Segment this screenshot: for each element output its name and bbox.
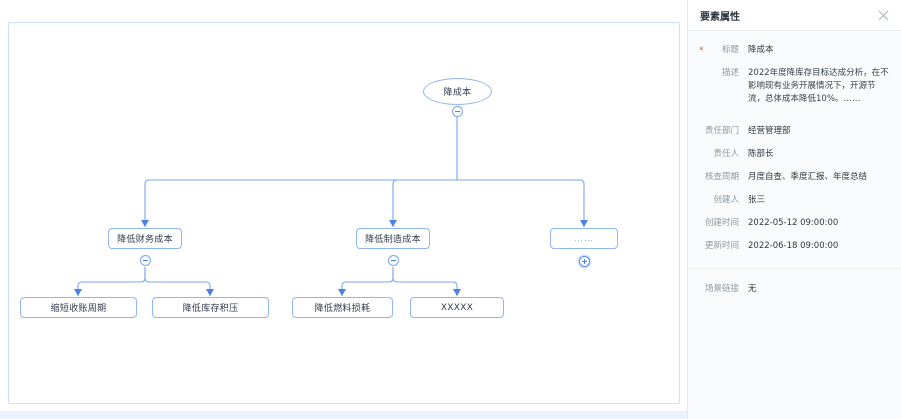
field-scene-link-value: 无 <box>748 284 757 294</box>
node-root[interactable]: 降成本 <box>423 78 492 105</box>
node-reduce-inventory-backlog[interactable]: 降低库存积压 <box>152 297 269 318</box>
field-scene-link: 场景链接 无 <box>688 278 901 301</box>
field-title-label: 标题 <box>692 44 748 58</box>
node-root-collapse-toggle[interactable] <box>452 106 463 117</box>
node-reduce-financial-cost-collapse-toggle[interactable] <box>140 255 151 266</box>
field-responsible-person-label: 责任人 <box>713 149 739 159</box>
field-review-cycle-label: 核查周期 <box>704 172 739 182</box>
field-update-time-value: 2022-06-18 09:00:00 <box>748 241 839 251</box>
node-root-label: 降成本 <box>443 88 472 98</box>
node-reduce-fuel-consumption[interactable]: 降低燃料损耗 <box>292 297 393 318</box>
field-responsible-person-value: 陈部长 <box>748 149 774 159</box>
field-responsible-department-value: 经营管理部 <box>748 126 791 136</box>
node-label: XXXXX <box>440 302 474 313</box>
node-reduce-manufacturing-cost[interactable]: 降低制造成本 <box>356 228 430 249</box>
node-label: 降低制造成本 <box>365 235 421 245</box>
field-responsible-department: 责任部门 经营管理部 <box>688 120 901 143</box>
field-review-cycle-value: 月度自查、季度汇报、年度总结 <box>748 172 868 182</box>
node-label: 降低财务成本 <box>117 235 173 245</box>
field-description: 描述 2022年度降库存目标达成分析，在不影响现有业务开展情况下，开源节流，总体… <box>688 62 901 111</box>
canvas-frame <box>8 22 680 404</box>
close-icon[interactable] <box>877 9 890 22</box>
field-create-time: 创建时间 2022-05-12 09:00:00 <box>688 212 901 235</box>
field-description-label: 描述 <box>721 68 739 78</box>
field-update-time: 更新时间 2022-06-18 09:00:00 <box>688 235 901 258</box>
node-label: 降低燃料损耗 <box>314 304 371 314</box>
node-placeholder-xxxxx[interactable]: XXXXX <box>410 297 504 318</box>
field-gap <box>688 111 901 120</box>
field-create-time-value: 2022-05-12 09:00:00 <box>748 218 839 228</box>
field-responsible-person: 责任人 陈部长 <box>688 143 901 166</box>
panel-title: 要素属性 <box>700 11 740 23</box>
field-create-time-label: 创建时间 <box>704 218 739 228</box>
node-label: 缩短收账周期 <box>50 304 107 314</box>
node-more-placeholder-expand-toggle[interactable] <box>579 256 590 267</box>
field-title: 标题 降成本 <box>688 39 901 62</box>
field-update-time-label: 更新时间 <box>704 241 739 251</box>
node-reduce-financial-cost[interactable]: 降低财务成本 <box>108 228 182 249</box>
node-shorten-receivable-cycle[interactable]: 缩短收账周期 <box>20 297 137 318</box>
panel-divider <box>688 268 901 269</box>
field-gap-2 <box>688 269 901 278</box>
element-attributes-panel: 要素属性 标题 降成本 描述 2022年度降库存目标达成分析，在不影响现有业务开… <box>687 0 901 419</box>
graph-canvas[interactable]: 降成本 降低财务成本 降低制造成本 …… 缩短收账周期 降低库存积压 降低燃料损… <box>0 0 687 419</box>
node-reduce-manufacturing-cost-collapse-toggle[interactable] <box>388 255 399 266</box>
field-description-value: 2022年度降库存目标达成分析，在不影响现有业务开展情况下，开源节流，总体成本降… <box>748 68 889 104</box>
node-label: 降低库存积压 <box>182 304 239 314</box>
field-review-cycle: 核查周期 月度自查、季度汇报、年度总结 <box>688 166 901 189</box>
field-responsible-department-label: 责任部门 <box>704 126 739 136</box>
panel-header: 要素属性 <box>688 0 901 31</box>
field-creator-value: 张三 <box>748 195 766 205</box>
field-scene-link-label: 场景链接 <box>704 284 739 294</box>
field-creator: 创建人 张三 <box>688 189 901 212</box>
panel-body: 标题 降成本 描述 2022年度降库存目标达成分析，在不影响现有业务开展情况下，… <box>688 31 901 419</box>
field-creator-label: 创建人 <box>713 195 739 205</box>
canvas-bottom-strip <box>0 411 687 419</box>
node-label: …… <box>574 233 594 244</box>
field-title-value: 降成本 <box>748 45 774 55</box>
node-more-placeholder[interactable]: …… <box>550 228 618 249</box>
